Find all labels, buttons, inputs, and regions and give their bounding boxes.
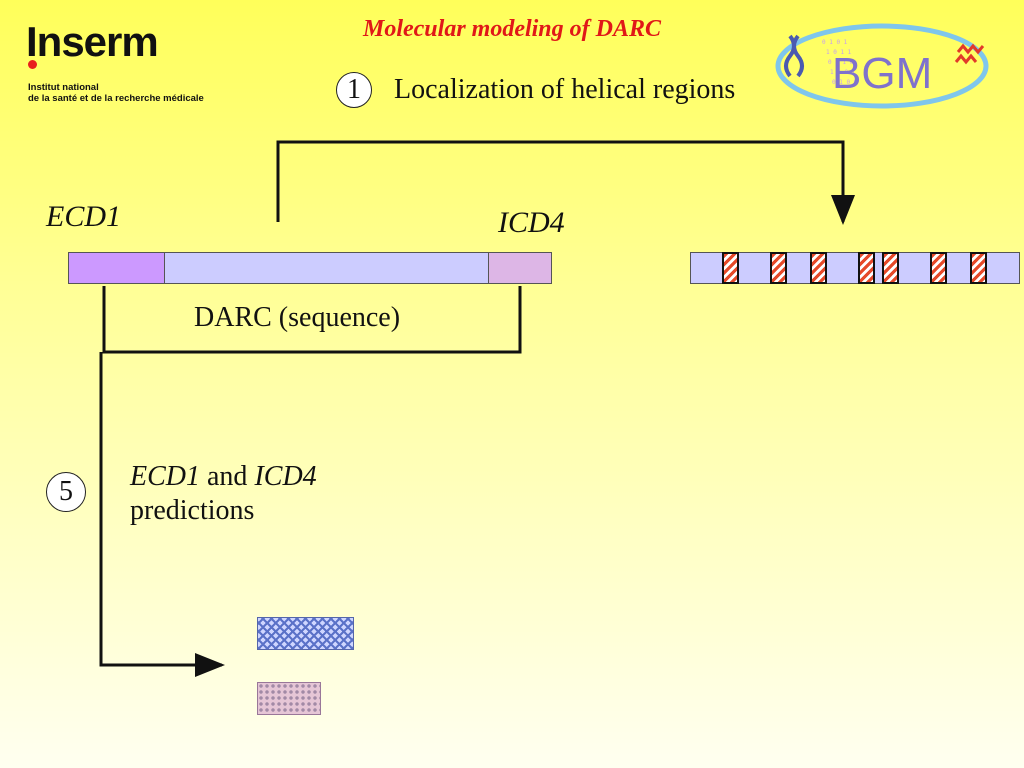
icd4-prediction-block: [257, 682, 321, 715]
svg-text:0 1 0 1: 0 1 0 1: [822, 39, 848, 46]
pred-line2: predictions: [130, 495, 255, 526]
helix-4: [858, 252, 875, 284]
helix-2: [770, 252, 787, 284]
icd4-segment: [488, 252, 552, 284]
helix-6: [930, 252, 947, 284]
helix-5: [882, 252, 899, 284]
inserm-subtitle-line1: Institut national: [28, 82, 99, 93]
helical-regions-bar: [690, 252, 1020, 284]
svg-text:0 1 1 0: 0 1 1 0: [828, 59, 854, 66]
step-1-label: Localization of helical regions: [394, 74, 736, 105]
helix-7: [970, 252, 987, 284]
inserm-subtitle-line2: de la santé et de la recherche médicale: [28, 93, 204, 104]
helix-3: [810, 252, 827, 284]
darc-sequence-label: DARC (sequence): [194, 302, 401, 333]
inserm-subtitle: Institut national de la santé et de la r…: [28, 82, 204, 104]
pred-ecd1: ECD1: [130, 461, 200, 492]
ecd1-prediction-block: [257, 617, 354, 650]
bracket-darc-sequence: [102, 286, 522, 354]
pred-icd4: ICD4: [254, 461, 317, 492]
ecd1-label: ECD1: [46, 200, 121, 233]
svg-text:0 1 0 0: 0 1 0 0: [832, 79, 858, 86]
arrow-to-predictions: [99, 352, 225, 677]
slide-title: Molecular modeling of DARC: [362, 16, 662, 42]
step-1-circle: 1: [336, 72, 372, 108]
icd4-label: ICD4: [498, 206, 565, 239]
ecd1-segment: [68, 252, 165, 284]
predictions-text: ECD1 and ICD4 predictions: [130, 460, 317, 528]
svg-text:1 1 0 1: 1 1 0 1: [830, 69, 856, 76]
inserm-logo-text: Inserm: [26, 18, 159, 65]
svg-text:1 0 1 1: 1 0 1 1: [826, 49, 852, 56]
arrow-to-helices: [276, 140, 855, 225]
inserm-logo-dot: [28, 60, 37, 69]
bgm-logo: 0 1 0 1 1 0 1 1 0 1 1 0 1 1 0 1 0 1 0 0 BGM: [775, 23, 989, 109]
pred-and: and: [200, 461, 255, 492]
helix-1: [722, 252, 739, 284]
bgm-logo-text: BGM: [832, 49, 932, 98]
step-5-circle: 5: [46, 472, 86, 512]
